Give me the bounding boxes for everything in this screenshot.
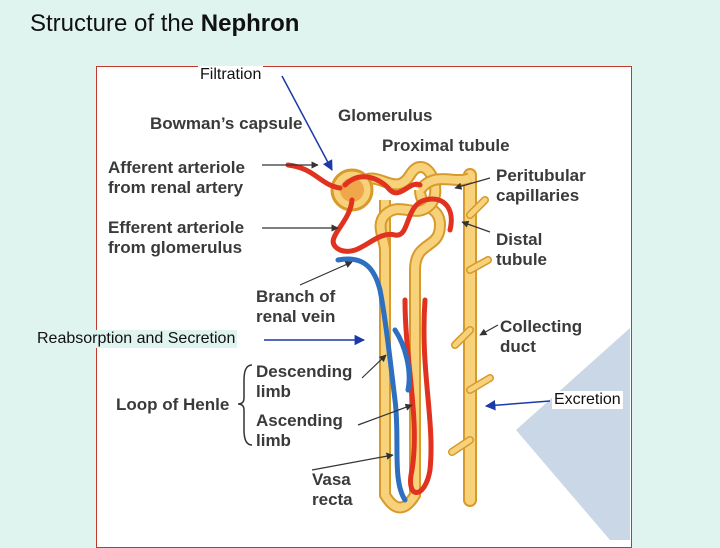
label-bowmans-capsule: Bowman’s capsule xyxy=(150,114,303,133)
label-ascending-line2: limb xyxy=(256,431,291,450)
label-vasa-line1: Vasa xyxy=(312,470,351,489)
leader-lines xyxy=(237,161,499,471)
slide-title: Structure of the Nephron xyxy=(30,10,299,38)
label-descending-line2: limb xyxy=(256,382,291,401)
venous-vessels xyxy=(335,256,412,503)
label-collecting-line2: duct xyxy=(500,337,536,356)
label-glomerulus: Glomerulus xyxy=(338,106,433,125)
label-afferent-line1: Afferent arteriole xyxy=(108,158,245,177)
label-descending-line1: Descending xyxy=(256,362,353,381)
title-bold: Nephron xyxy=(200,10,300,37)
label-peritubular-line1: Peritubular xyxy=(496,166,586,185)
label-loop-of-henle: Loop of Henle xyxy=(116,395,230,414)
excretion-big-arrow xyxy=(516,328,630,540)
annotation-arrows xyxy=(264,75,551,411)
label-distal-line2: tubule xyxy=(496,250,547,269)
annotation-filtration: Filtration xyxy=(198,66,264,84)
label-collecting-line1: Collecting xyxy=(500,317,583,336)
proximal-tubule-shape xyxy=(355,161,442,251)
label-vasa-line2: recta xyxy=(312,490,353,509)
nephron-figure xyxy=(96,66,632,548)
label-efferent-line1: Efferent arteriole xyxy=(108,218,245,237)
title-prefix: Structure of the xyxy=(30,10,201,37)
label-afferent-line2: from renal artery xyxy=(108,178,244,197)
label-efferent-line2: from glomerulus xyxy=(108,238,243,257)
distal-tubule-shape xyxy=(415,172,473,195)
collecting-duct xyxy=(448,168,494,507)
label-proximal-tubule: Proximal tubule xyxy=(382,136,510,155)
label-ascending-line1: Ascending xyxy=(256,411,343,430)
annotation-excretion: Excretion xyxy=(552,391,623,409)
label-vein-line1: Branch of xyxy=(256,287,336,306)
label-vein-line2: renal vein xyxy=(256,307,336,326)
annotation-reabsorption: Reabsorption and Secretion xyxy=(35,330,238,348)
label-distal-line1: Distal xyxy=(496,230,543,249)
label-peritubular-line2: capillaries xyxy=(496,186,580,205)
